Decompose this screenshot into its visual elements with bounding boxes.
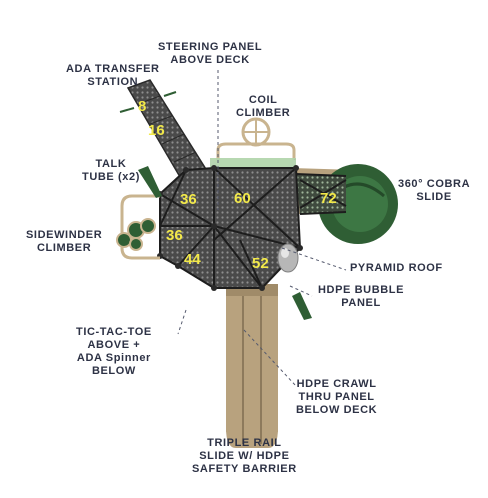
deck-height-8: 8: [138, 98, 146, 115]
deck-height-60: 60: [234, 190, 251, 207]
deck-height-36-lower: 36: [166, 227, 183, 244]
bubble-panel: [277, 243, 299, 273]
sidewinder-climber: [116, 194, 160, 260]
deck-height-52: 52: [252, 255, 269, 272]
leader-lines: [177, 70, 347, 387]
deck-height-numbers: 8 16 36 60 72 36 44 52: [138, 98, 337, 272]
deck-height-44: 44: [184, 251, 201, 268]
triple-rail-slide: [226, 284, 278, 448]
talk-tubes: [138, 166, 312, 320]
deck-height-36-upper: 36: [180, 191, 197, 208]
deck-height-72: 72: [320, 190, 337, 207]
label-pyramid-roof: PYRAMID ROOF: [350, 262, 443, 274]
coil-climber: [216, 117, 296, 160]
deck-frame: [159, 167, 347, 289]
deck-height-16: 16: [148, 122, 165, 139]
deck-posts: [157, 165, 303, 291]
